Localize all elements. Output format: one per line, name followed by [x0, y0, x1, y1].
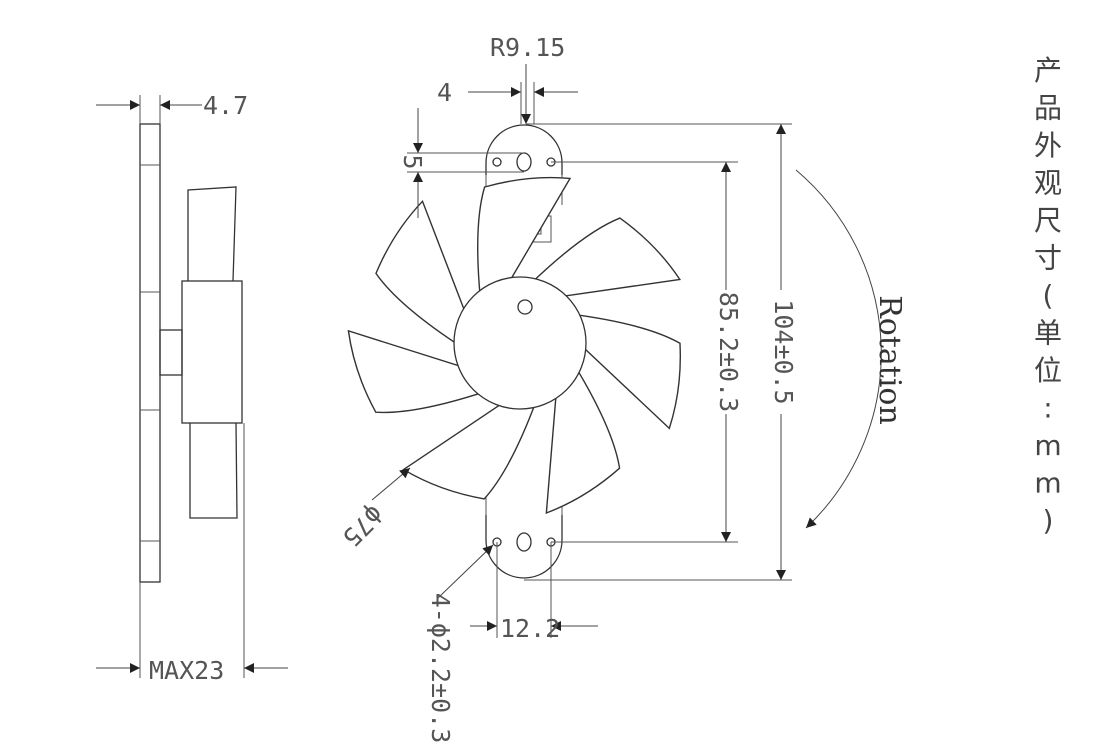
caption-char: 位: [1034, 354, 1062, 387]
caption-char: 外: [1034, 129, 1062, 162]
fan-blade: [347, 329, 487, 414]
caption-char: (: [1043, 279, 1054, 312]
dim-holes: 4-ϕ2.2±0.3: [426, 593, 455, 744]
fan-blades: [347, 176, 682, 515]
front-view: R9.15 4 5 85.2±0.3 104±0.5 Rotation ϕ75: [337, 33, 907, 743]
rotation-label: Rotation: [872, 295, 907, 425]
side-blade-top: [187, 186, 237, 282]
caption-char: 品: [1034, 92, 1062, 125]
dim-max-depth: MAX23: [149, 656, 224, 685]
fan-blade: [402, 400, 538, 500]
side-view: 4.7 MAX23: [96, 91, 288, 685]
mount-hole: [492, 157, 502, 167]
fan-blade: [477, 176, 572, 300]
side-frame: [139, 123, 161, 583]
dim-slot-width: 4: [437, 78, 452, 107]
mount-slot: [516, 152, 532, 172]
caption-char: 寸: [1034, 242, 1062, 275]
side-hub-step: [159, 329, 183, 376]
top-lug: [485, 124, 563, 175]
mount-slot: [516, 532, 532, 552]
dim-hole-spacing: 85.2±0.3: [714, 292, 743, 412]
hub-hole: [517, 299, 533, 315]
dim-slot-height: 5: [398, 154, 427, 169]
caption-char: m: [1034, 467, 1061, 500]
fan-blade: [375, 200, 468, 348]
caption-char: 产: [1034, 54, 1062, 87]
dim-diameter: ϕ75: [337, 500, 389, 552]
dim-radius: R9.15: [490, 33, 565, 62]
fan-blade: [571, 313, 681, 430]
caption-char: m: [1034, 429, 1061, 462]
fan-hub: [453, 276, 587, 410]
caption-char: 尺: [1034, 204, 1062, 237]
caption-char: 单: [1034, 317, 1062, 350]
fan-blade: [545, 365, 621, 515]
side-blade-bottom: [189, 422, 238, 519]
caption-char: ): [1043, 504, 1054, 537]
rotation-arrow: [795, 169, 882, 529]
dim-thickness: 4.7: [203, 91, 248, 120]
caption-char: :: [1043, 392, 1052, 425]
side-hub: [181, 280, 243, 424]
caption-char: 观: [1034, 167, 1062, 200]
dim-hole-pitch: 12.2: [500, 614, 560, 643]
fan-blade: [529, 217, 682, 298]
dim-overall-length: 104±0.5: [769, 299, 798, 404]
